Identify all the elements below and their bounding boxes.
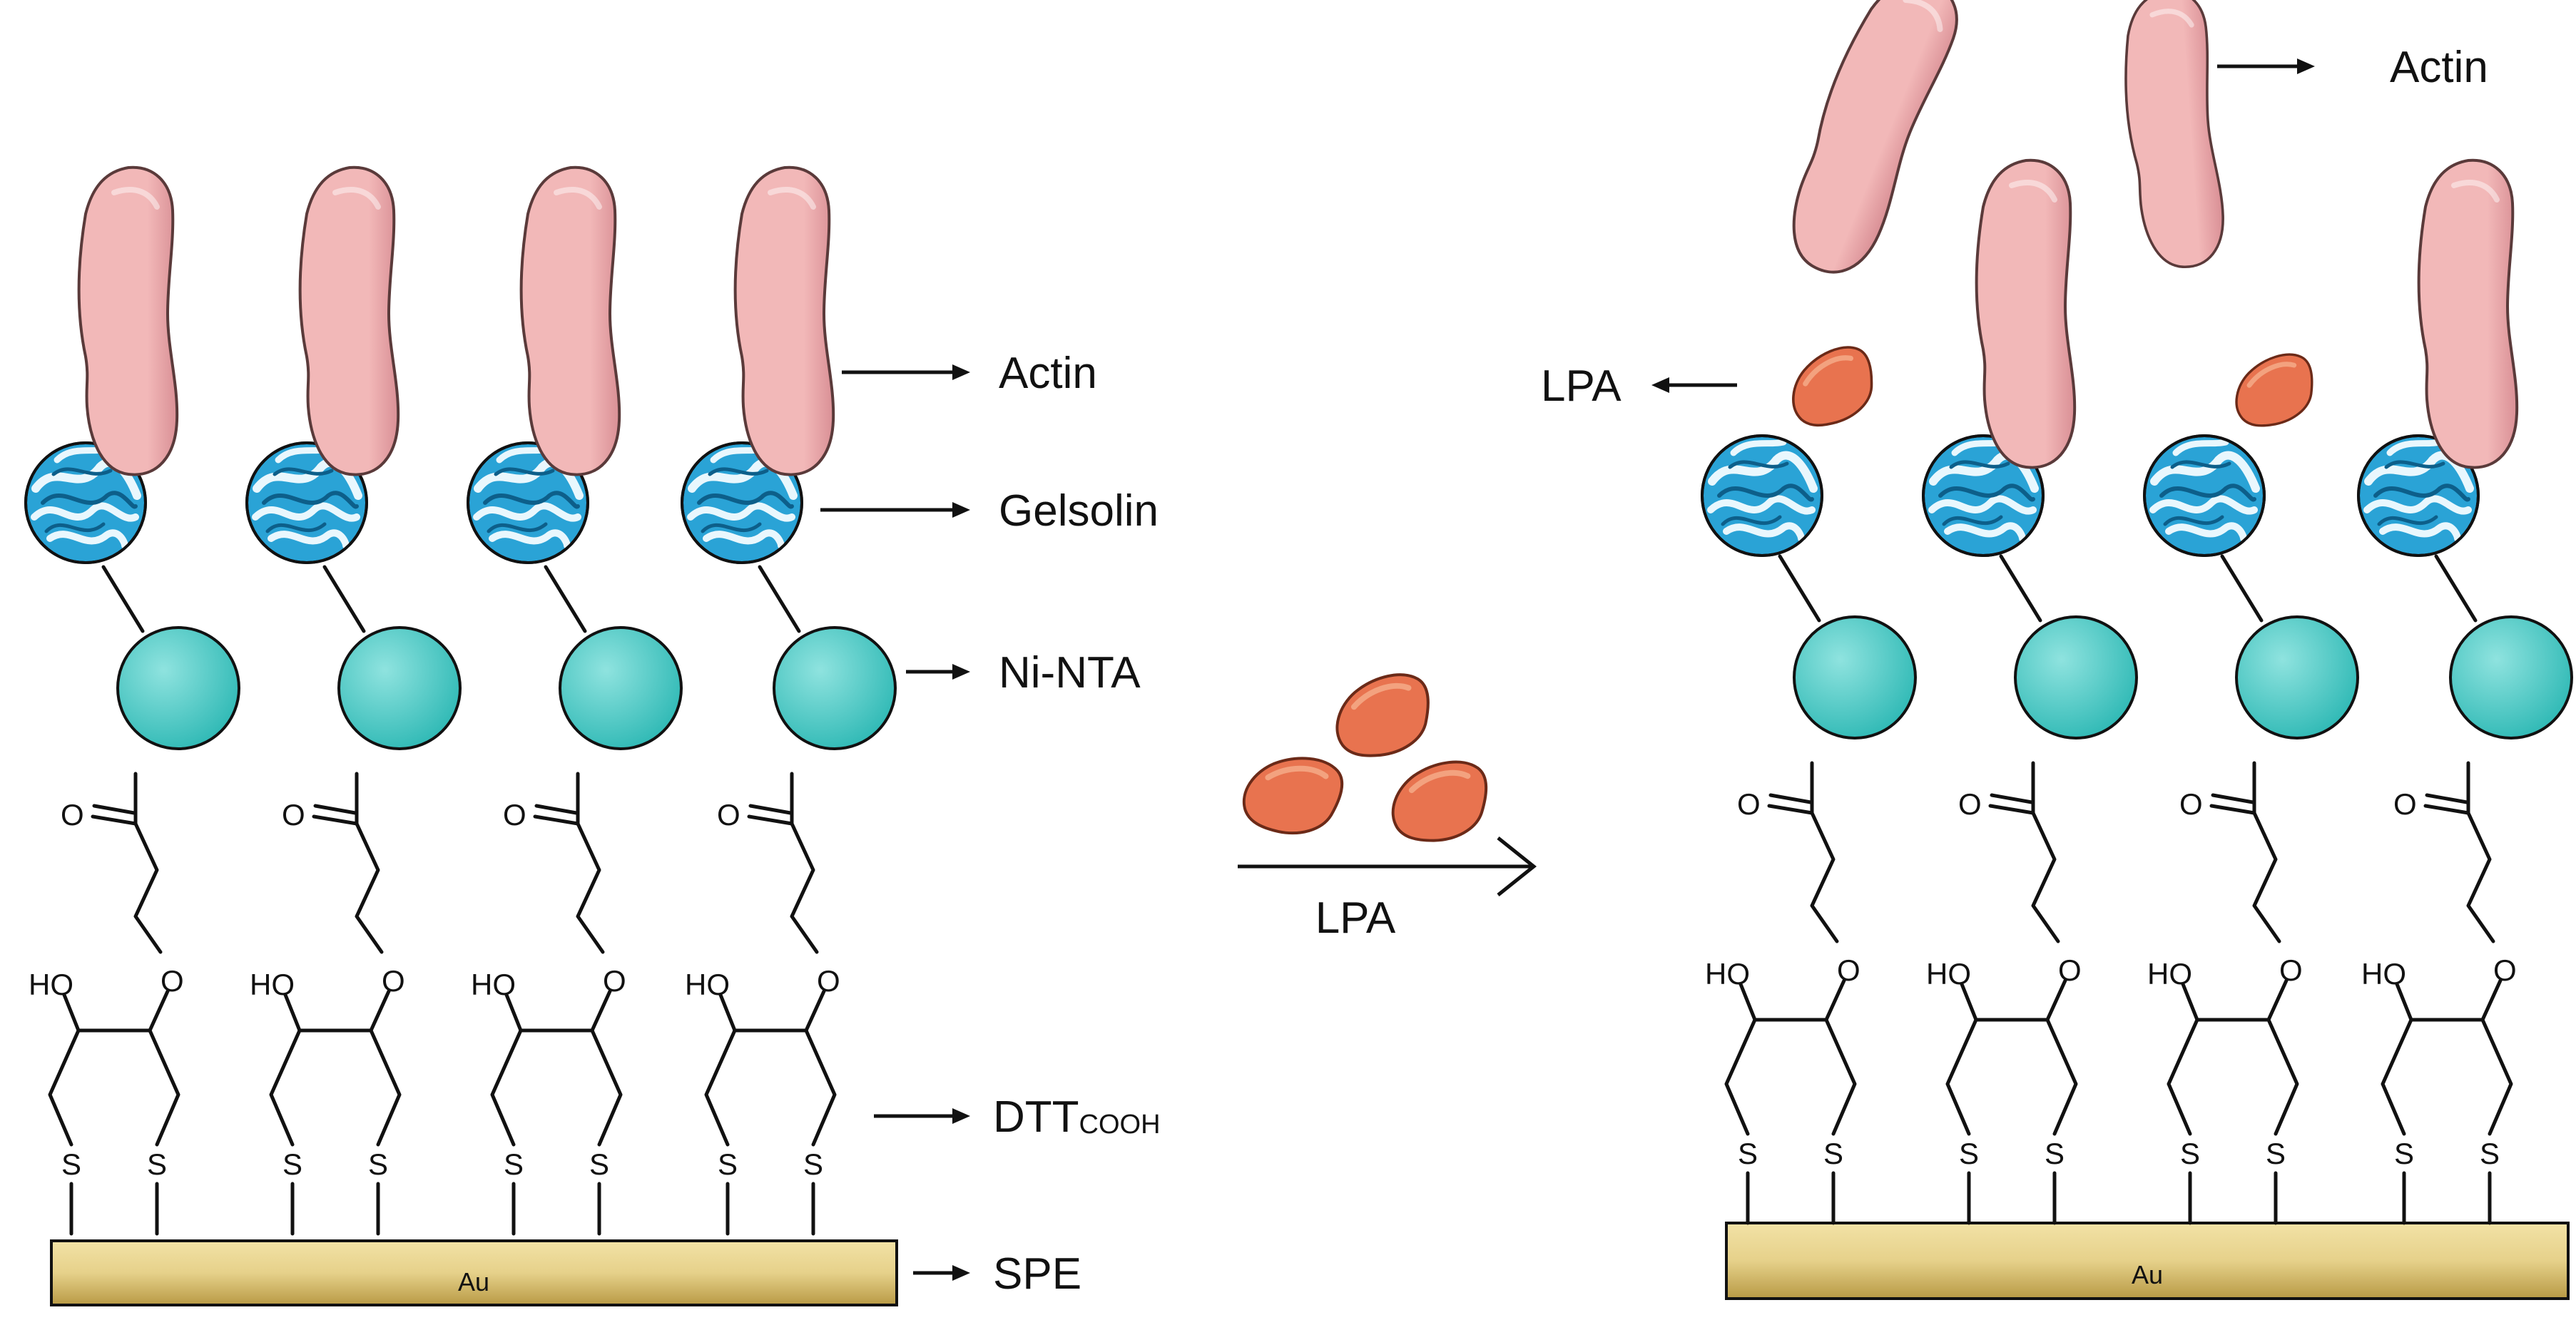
gold-electrode-left xyxy=(50,1239,898,1306)
oxygen-ether: O xyxy=(2058,953,2082,987)
svg-text:DTTCOOH: DTTCOOH xyxy=(993,1093,1161,1142)
ni-nta-sphere xyxy=(773,626,897,750)
oxygen-ether: O xyxy=(603,964,626,998)
sulfur-left: S xyxy=(718,1147,738,1181)
lpa-bound xyxy=(1781,340,1885,434)
sulfur-left: S xyxy=(61,1147,81,1181)
sulfur-right: S xyxy=(2045,1137,2065,1170)
molecular-stack: HO O S S O xyxy=(468,168,683,1234)
gelsolin-ball xyxy=(1702,436,1822,556)
gold-label-right: Au xyxy=(2132,1260,2163,1289)
molecular-stack: HO O S S O xyxy=(1923,160,2138,1223)
oxygen-ether: O xyxy=(382,964,405,998)
sulfur-right: S xyxy=(589,1147,609,1181)
ni-nta-sphere xyxy=(116,626,240,750)
reaction-label-lpa: LPA xyxy=(1315,894,1396,943)
sulfur-left: S xyxy=(504,1147,524,1181)
svg-text:Actin: Actin xyxy=(999,349,1097,398)
oxygen-ether: O xyxy=(2279,953,2303,987)
oxygen-carbonyl: O xyxy=(2393,787,2417,821)
actin-filament xyxy=(521,168,620,475)
sulfur-right: S xyxy=(368,1147,388,1181)
label-gelsolin: Gelsolin xyxy=(820,486,1159,536)
hydroxyl-label: HO xyxy=(1705,957,1750,991)
left-panel: Au HO O S S O HO O S S O xyxy=(26,168,1161,1306)
ni-nta-sphere xyxy=(337,626,462,750)
label-ni-nta: Ni-NTA xyxy=(906,648,1141,697)
hydroxyl-label: HO xyxy=(250,968,295,1001)
sulfur-left: S xyxy=(1738,1137,1758,1170)
molecular-stack: HO O S S O xyxy=(2358,160,2573,1223)
actin-filament xyxy=(2419,160,2518,468)
hydroxyl-label: HO xyxy=(29,968,73,1001)
lpa-molecule xyxy=(1241,750,1345,839)
actin-filament xyxy=(1977,160,2075,468)
svg-text:SPE: SPE xyxy=(993,1249,1081,1299)
oxygen-carbonyl: O xyxy=(717,798,740,832)
actin-filament xyxy=(79,168,178,475)
hydroxyl-label: HO xyxy=(685,968,730,1001)
sulfur-right: S xyxy=(2480,1137,2500,1170)
lpa-molecule xyxy=(1329,670,1436,762)
label-actin: Actin xyxy=(842,349,1097,398)
gold-electrode-right xyxy=(1725,1222,2570,1300)
svg-text:LPA: LPA xyxy=(1541,362,1622,411)
actin-filament xyxy=(735,168,834,475)
ni-nta-sphere xyxy=(1793,615,1917,740)
actin-filament xyxy=(300,168,399,475)
molecular-stack: HO O S S O xyxy=(682,168,897,1234)
oxygen-ether: O xyxy=(2493,953,2517,987)
sulfur-left: S xyxy=(2180,1137,2200,1170)
label-dtt: DTTCOOH xyxy=(874,1093,1161,1142)
svg-text:Gelsolin: Gelsolin xyxy=(999,486,1159,536)
oxygen-carbonyl: O xyxy=(1958,787,1982,821)
svg-text:Actin: Actin xyxy=(2390,43,2488,92)
sulfur-left: S xyxy=(2394,1137,2414,1170)
ni-nta-sphere xyxy=(2014,615,2138,740)
sulfur-left: S xyxy=(282,1147,302,1181)
lpa-molecule xyxy=(1389,759,1490,844)
label-spe: SPE xyxy=(913,1249,1081,1299)
gold-label-left: Au xyxy=(458,1267,489,1296)
oxygen-ether: O xyxy=(161,964,184,998)
oxygen-ether: O xyxy=(817,964,840,998)
sulfur-left: S xyxy=(1959,1137,1979,1170)
oxygen-carbonyl: O xyxy=(282,798,305,832)
oxygen-carbonyl: O xyxy=(1737,787,1761,821)
sulfur-right: S xyxy=(147,1147,167,1181)
ni-nta-sphere xyxy=(2449,615,2573,740)
hydroxyl-label: HO xyxy=(2147,957,2192,991)
molecular-stack: HO O S S O xyxy=(247,168,462,1234)
sulfur-right: S xyxy=(803,1147,823,1181)
svg-text:Ni-NTA: Ni-NTA xyxy=(999,648,1141,697)
oxygen-carbonyl: O xyxy=(2179,787,2203,821)
released-actin xyxy=(2119,0,2226,270)
oxygen-ether: O xyxy=(1837,953,1860,987)
label-actin-right: Actin xyxy=(2217,43,2488,92)
ni-nta-sphere xyxy=(559,626,683,750)
molecular-stack: HO O S S O xyxy=(2144,349,2359,1223)
hydroxyl-label: HO xyxy=(2361,957,2406,991)
ni-nta-sphere xyxy=(2235,615,2359,740)
reaction-arrow: LPA xyxy=(1238,670,1537,943)
oxygen-carbonyl: O xyxy=(61,798,84,832)
gelsolin-ball xyxy=(2144,436,2264,556)
lpa-bound xyxy=(2227,349,2322,433)
released-actin xyxy=(1767,0,1973,285)
hydroxyl-label: HO xyxy=(471,968,516,1001)
right-panel: Au HO O S S O HO O S S O xyxy=(1541,0,2573,1300)
hydroxyl-label: HO xyxy=(1926,957,1971,991)
molecular-stack: HO O S S O xyxy=(1702,340,1917,1223)
molecular-stack: HO O S S O xyxy=(26,168,240,1234)
sulfur-right: S xyxy=(1823,1137,1843,1170)
oxygen-carbonyl: O xyxy=(503,798,526,832)
label-lpa-right: LPA xyxy=(1541,362,1737,411)
sulfur-right: S xyxy=(2266,1137,2286,1170)
